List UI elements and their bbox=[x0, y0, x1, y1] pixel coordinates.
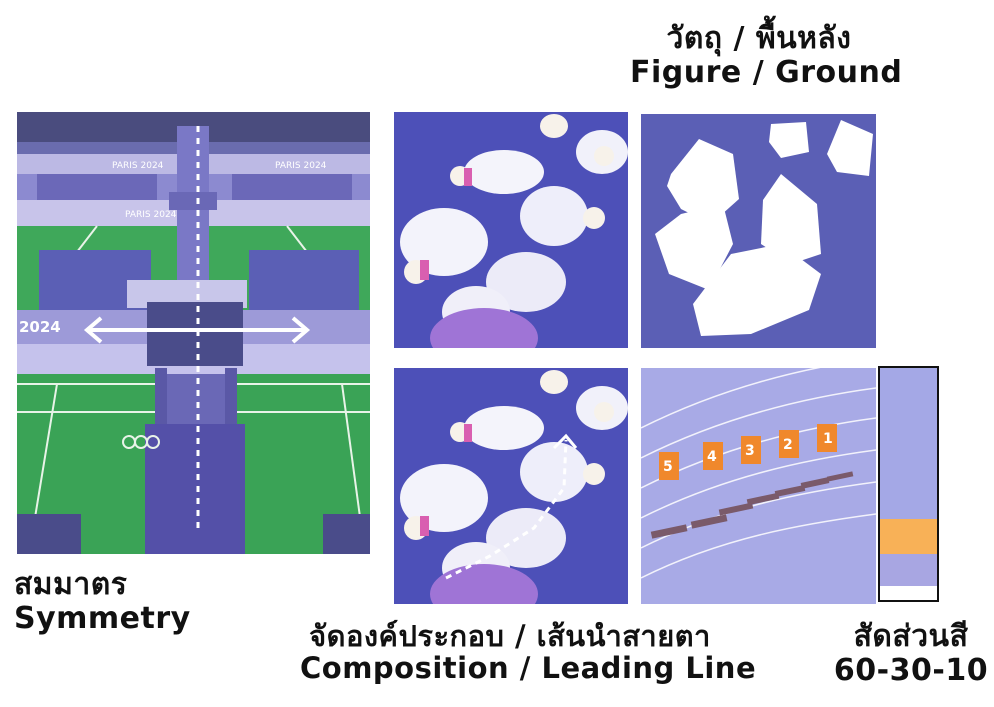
lane-marker-5: 5 bbox=[663, 459, 673, 475]
symmetry-court-photo: PARIS 2024 PARIS 2024 PARIS 2024 2024 bbox=[17, 112, 370, 554]
figure-ground-caption: วัตถุ / พื้นหลัง Figure / Ground bbox=[630, 21, 903, 90]
lane-marker-3: 3 bbox=[745, 443, 755, 459]
symmetry-title-en: Symmetry bbox=[14, 600, 191, 636]
lane-marker-1: 1 bbox=[823, 431, 833, 447]
color-ratio-title-en: 60-30-10 bbox=[833, 652, 989, 688]
color-ratio-swatch bbox=[878, 366, 939, 602]
symmetry-caption: สมมาตร Symmetry bbox=[14, 568, 191, 635]
figure-ground-title-en: Figure / Ground bbox=[630, 54, 903, 90]
wall-year-text: 2024 bbox=[19, 318, 61, 336]
lane-marker-4: 4 bbox=[707, 449, 717, 465]
track-starting-blocks-photo: 5 4 3 2 1 bbox=[641, 368, 876, 604]
color-ratio-title-th: สัดส่วนสี bbox=[853, 619, 969, 654]
symmetry-title-th: สมมาตร bbox=[14, 567, 128, 602]
lane-marker-2: 2 bbox=[783, 437, 793, 453]
color-segment-2 bbox=[880, 518, 937, 554]
composition-caption: จัดองค์ประกอบ / เส้นนำสายตา Composition … bbox=[300, 619, 757, 686]
banner-text-left: PARIS 2024 bbox=[112, 161, 164, 171]
composition-title-th: จัดองค์ประกอบ / เส้นนำสายตา bbox=[309, 619, 711, 653]
banner-text-mid: PARIS 2024 bbox=[125, 210, 177, 220]
color-ratio-caption: สัดส่วนสี 60-30-10 bbox=[832, 620, 990, 687]
shuttlecocks-photo bbox=[394, 112, 628, 348]
banner-text-right: PARIS 2024 bbox=[275, 161, 327, 171]
leading-line-photo bbox=[394, 368, 628, 604]
color-segment-1 bbox=[880, 368, 937, 519]
color-segment-4 bbox=[880, 586, 937, 600]
composition-title-en: Composition / Leading Line bbox=[300, 651, 757, 686]
figure-ground-title-th: วัตถุ / พื้นหลัง bbox=[666, 21, 852, 56]
figure-ground-illustration bbox=[641, 114, 876, 348]
color-segment-3 bbox=[880, 553, 937, 587]
